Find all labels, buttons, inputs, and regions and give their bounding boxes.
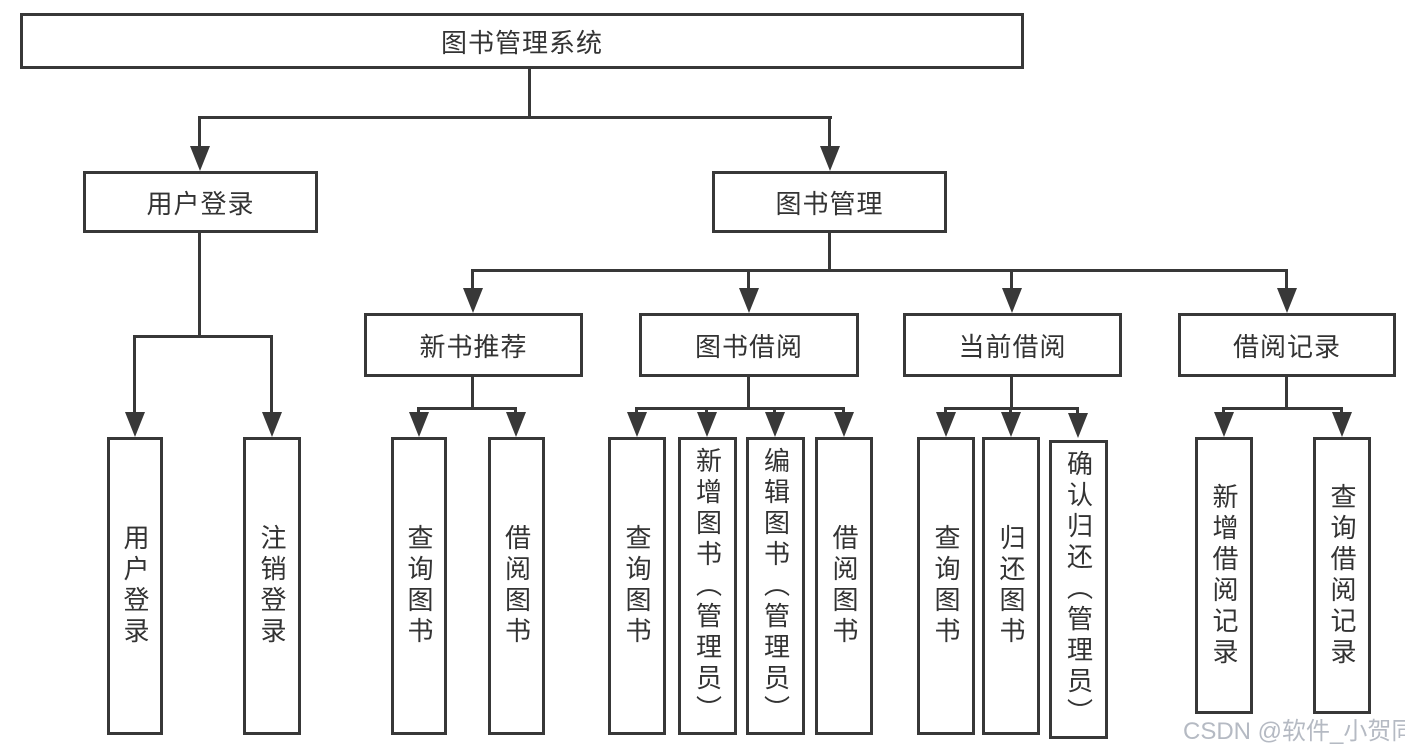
arrow-down-icon: [1214, 412, 1234, 437]
connector-drop-new-book-recommend: [471, 269, 474, 290]
leaf-recommend-borrow-book-label: 借阅图书: [501, 524, 532, 648]
connector-drop-borrow-add: [705, 407, 708, 414]
connector-drop-current-confirm: [1076, 407, 1079, 414]
connector-drop-record-add: [1222, 407, 1225, 414]
arrow-down-icon: [1332, 412, 1352, 437]
leaf-current-confirm-return-admin: 确认归还（管理员）: [1049, 440, 1108, 739]
node-current-borrow: 当前借阅: [903, 313, 1122, 377]
csdn-watermark: CSDN @软件_小贺同学: [1183, 718, 1405, 745]
connector-drop-leaf-logout: [270, 335, 273, 413]
node-user-login: 用户登录: [83, 171, 318, 233]
leaf-borrow-query-book-label: 查询图书: [622, 524, 652, 648]
connector-management-rail: [471, 269, 1288, 272]
connector-login-stem: [198, 233, 201, 335]
connector-borrow-rail: [635, 407, 845, 410]
connector-record-stem: [1285, 377, 1288, 407]
node-book-management: 图书管理: [712, 171, 947, 233]
node-library-system: 图书管理系统: [20, 13, 1024, 69]
connector-recommend-rail: [417, 407, 517, 410]
arrow-down-icon: [627, 412, 647, 437]
arrow-down-icon: [834, 412, 854, 437]
connector-login-rail: [133, 335, 273, 338]
connector-drop-borrow-record: [1285, 269, 1288, 290]
connector-drop-current-borrow: [1010, 269, 1013, 290]
node-book-borrow-label: 图书借阅: [694, 331, 803, 362]
arrow-down-icon: [739, 288, 759, 313]
node-user-login-label: 用户登录: [146, 188, 255, 219]
connector-current-stem: [1010, 377, 1013, 407]
leaf-borrow-edit-book-admin: 编辑图书（管理员）: [746, 437, 805, 735]
arrow-down-icon: [262, 412, 282, 437]
node-new-book-recommend: 新书推荐: [364, 313, 583, 377]
connector-drop-recommend-borrow: [514, 407, 517, 414]
arrow-down-icon: [190, 146, 210, 171]
leaf-record-query-record-label: 查询借阅记录: [1327, 482, 1357, 669]
leaf-borrow-edit-book-admin-label: 编辑图书（管理员）: [760, 446, 791, 726]
connector-drop-leaf-user-login: [133, 335, 136, 413]
leaf-borrow-borrow-book: 借阅图书: [815, 437, 873, 735]
arrow-down-icon: [1068, 413, 1088, 438]
connector-record-rail: [1222, 407, 1343, 410]
connector-drop-borrow-edit: [773, 407, 776, 414]
node-borrow-record: 借阅记录: [1178, 313, 1396, 377]
connector-drop-recommend-query: [417, 407, 420, 414]
leaf-user-login-label: 用户登录: [120, 524, 150, 648]
leaf-current-confirm-return-admin-label: 确认归还（管理员）: [1063, 450, 1094, 729]
leaf-borrow-add-book-admin: 新增图书（管理员）: [678, 437, 737, 735]
connector-drop-user-login: [198, 116, 201, 148]
leaf-record-add-record-label: 新增借阅记录: [1209, 482, 1239, 669]
leaf-logout: 注销登录: [243, 437, 301, 735]
arrow-down-icon: [409, 412, 429, 437]
node-new-book-recommend-label: 新书推荐: [419, 331, 528, 362]
leaf-recommend-borrow-book: 借阅图书: [488, 437, 545, 735]
connector-drop-borrow-borrow: [842, 407, 845, 414]
arrow-down-icon: [697, 412, 717, 437]
arrow-down-icon: [1001, 412, 1021, 437]
leaf-recommend-query-book: 查询图书: [391, 437, 447, 735]
leaf-borrow-add-book-admin-label: 新增图书（管理员）: [692, 446, 723, 726]
node-borrow-record-label: 借阅记录: [1232, 331, 1341, 362]
connector-recommend-stem: [471, 377, 474, 407]
connector-management-stem: [828, 233, 831, 269]
leaf-current-return-book: 归还图书: [982, 437, 1040, 735]
connector-drop-book-management: [828, 116, 831, 148]
arrow-down-icon: [1002, 288, 1022, 313]
connector-root-rail: [198, 116, 832, 119]
leaf-current-query-book-label: 查询图书: [931, 524, 961, 648]
leaf-current-query-book: 查询图书: [917, 437, 975, 735]
leaf-logout-label: 注销登录: [257, 524, 287, 648]
connector-root-stem: [528, 69, 531, 116]
leaf-current-return-book-label: 归还图书: [996, 524, 1026, 648]
leaf-recommend-query-book-label: 查询图书: [404, 524, 434, 648]
connector-drop-book-borrow: [747, 269, 750, 290]
leaf-record-add-record: 新增借阅记录: [1195, 437, 1253, 714]
arrow-down-icon: [1277, 288, 1297, 313]
arrow-down-icon: [936, 412, 956, 437]
leaf-record-query-record: 查询借阅记录: [1313, 437, 1371, 714]
leaf-borrow-query-book: 查询图书: [608, 437, 666, 735]
connector-drop-current-query: [944, 407, 947, 414]
arrow-down-icon: [765, 412, 785, 437]
connector-drop-borrow-query: [635, 407, 638, 414]
leaf-borrow-borrow-book-label: 借阅图书: [829, 524, 859, 648]
node-current-borrow-label: 当前借阅: [958, 331, 1067, 362]
leaf-user-login: 用户登录: [107, 437, 163, 735]
connector-drop-current-return: [1009, 407, 1012, 414]
node-book-management-label: 图书管理: [775, 188, 884, 219]
arrow-down-icon: [506, 412, 526, 437]
arrow-down-icon: [820, 146, 840, 171]
node-library-system-label: 图书管理系统: [440, 27, 603, 58]
arrow-down-icon: [125, 412, 145, 437]
connector-drop-record-query: [1340, 407, 1343, 414]
arrow-down-icon: [463, 288, 483, 313]
connector-borrow-stem: [747, 377, 750, 407]
node-book-borrow: 图书借阅: [639, 313, 859, 377]
